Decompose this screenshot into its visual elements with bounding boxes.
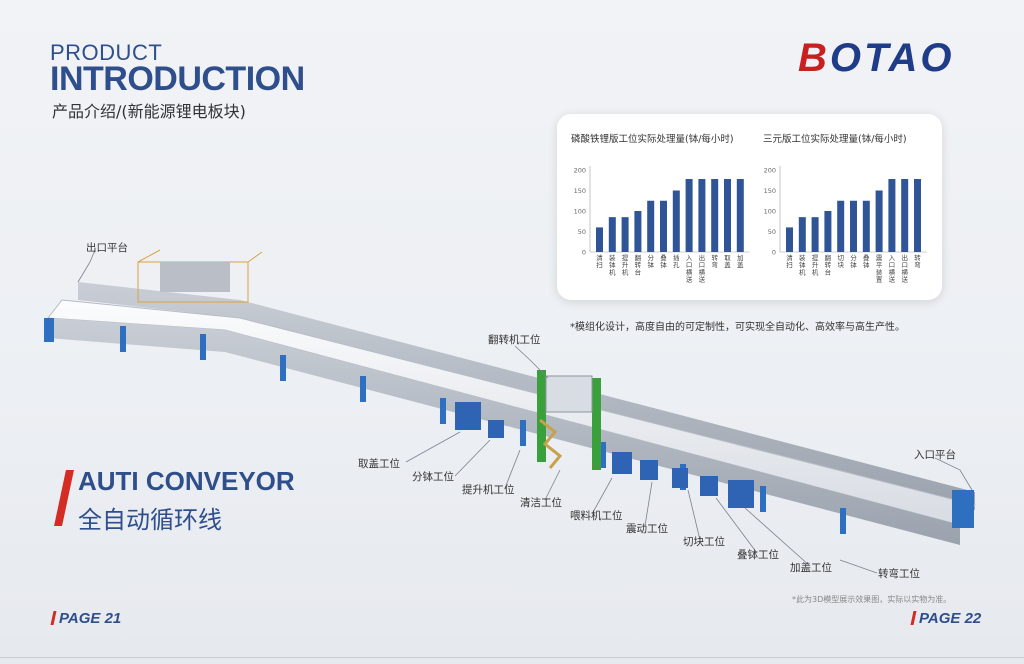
chart-0-xtick: 清扫	[596, 253, 603, 269]
chart-1-bar	[798, 217, 806, 252]
chart-0-xtick: 取盖	[724, 254, 731, 269]
section-title-cn: 全自动循环线	[78, 506, 222, 534]
header-introduction: INTRODUCTION	[50, 60, 305, 98]
chart-1-xtick: 转弯	[914, 253, 921, 269]
section-title-en: AUTI CONVEYOR	[78, 466, 295, 496]
chart-1-xtick: 提升机	[812, 253, 819, 276]
logo-rest: OTAO	[829, 36, 955, 80]
chart-0-xtick: 分钵	[647, 253, 654, 269]
callout-entry-platform: 入口平台	[914, 449, 956, 461]
callout-lift: 提升机工位	[462, 484, 515, 496]
brand-logo: BOTAO	[798, 36, 954, 81]
chart-0-xtick: 出口横送	[699, 253, 706, 284]
callout-feeding: 喂料机工位	[570, 510, 623, 522]
callout-flip-station: 翻转机工位	[488, 334, 541, 346]
chart-0-xtick: 叠钵	[660, 254, 667, 269]
chart-1-ytick: 0	[772, 249, 776, 257]
chart-0-bar	[711, 179, 719, 252]
chart-1-xtick: 装钵机	[799, 253, 806, 276]
chart-1-xtick: 分钵	[850, 253, 857, 269]
chart-1-xtick: 出口横送	[901, 253, 908, 284]
callout-stacking: 叠钵工位	[737, 549, 779, 561]
chart-title-lfp: 磷酸铁锂版工位实际处理量(钵/每小时)	[571, 134, 734, 145]
chart-1-xtick: 入口横送	[889, 254, 896, 284]
back-rail	[78, 282, 975, 510]
chart-0-ytick: 200	[574, 167, 586, 175]
chart-0-bar	[660, 200, 667, 252]
chart-0-bar	[698, 179, 706, 252]
callout-vibration: 震动工位	[626, 523, 668, 535]
chart-1-ytick: 50	[768, 228, 776, 236]
logo-first-letter: B	[798, 36, 830, 80]
callout-clean: 清洁工位	[520, 497, 562, 509]
chart-0-bar	[672, 190, 680, 252]
chart-1-xtick: 清扫	[786, 253, 793, 269]
page-number-right: PAGE 22	[910, 610, 982, 627]
header-product: PRODUCT	[50, 40, 163, 65]
chart-1-bar	[786, 227, 793, 252]
chart-0-bar	[736, 179, 744, 252]
exit-platform-machine	[160, 262, 230, 292]
page-tick-left	[50, 611, 57, 625]
disclaimer: *此为3D模型展示效果图，实际以实物为准。	[792, 595, 952, 604]
chart-1-bar	[914, 179, 921, 252]
chart-1-xtick: 震平装置	[876, 254, 883, 284]
chart-0-xtick: 翻转台	[635, 253, 642, 276]
front-rail	[48, 318, 960, 545]
chart-1-bar	[901, 179, 909, 252]
chart-0-ytick: 150	[574, 187, 586, 195]
chart-title-ternary: 三元版工位实际处理量(钵/每小时)	[763, 134, 907, 145]
callout-split: 分钵工位	[412, 471, 454, 483]
chart-0-ytick: 100	[574, 208, 586, 216]
chart-1-bar	[824, 211, 832, 252]
chart-0-xtick: 入口横送	[686, 254, 693, 284]
chart-1-xtick: 叠钵	[863, 254, 870, 269]
chart-0-ytick: 0	[582, 249, 586, 257]
chart-0-xtick: 提升机	[622, 253, 629, 276]
chart-1-ytick: 100	[764, 208, 776, 216]
chart-1-bar	[837, 200, 845, 252]
callout-leaders	[77, 249, 973, 574]
exit-platform-frame	[137, 249, 263, 303]
page-right-label: PAGE 22	[919, 610, 982, 627]
chart-1-ytick: 150	[764, 187, 776, 195]
chart-0-xtick: 加盖	[737, 253, 744, 269]
flip-tower	[537, 370, 601, 470]
chart-0-xtick: 插孔	[673, 253, 680, 269]
callout-cutting: 切块工位	[683, 536, 725, 548]
station-boxes	[455, 402, 754, 508]
chart-0-bar	[724, 179, 731, 252]
chart-1-bar	[888, 179, 896, 252]
chart-0-bar	[634, 211, 642, 252]
callout-turning: 转弯工位	[878, 568, 920, 580]
chart-0-bar	[647, 200, 655, 252]
chart-0-bar	[608, 217, 616, 252]
chart-1-xtick: 切块	[837, 254, 844, 269]
chart-0-bar	[621, 217, 629, 252]
chart-0-bar	[685, 179, 693, 252]
header-subtitle: 产品介绍/(新能源锂电板块)	[52, 102, 246, 121]
page-number-left: PAGE 21	[50, 610, 122, 627]
chart-0-xtick: 转弯	[711, 253, 718, 269]
chart-1-bar	[875, 190, 883, 252]
chart-1-ytick: 200	[764, 167, 776, 175]
chart-feature-note: *模组化设计，高度自由的可定制性，可实现全自动化、高效率与高生产性。	[570, 322, 905, 333]
chart-1-xtick: 翻转台	[825, 253, 832, 276]
callout-lid-removal: 取盖工位	[358, 458, 400, 470]
page-left-label: PAGE 21	[59, 610, 122, 627]
chart-1-bar	[850, 200, 857, 252]
chart-1-bar	[811, 217, 819, 252]
bottom-divider	[0, 657, 1024, 658]
chart-0-bar	[596, 227, 603, 252]
callout-exit-platform: 出口平台	[86, 242, 128, 254]
page-tick-right	[910, 611, 917, 625]
chart-0-ytick: 50	[578, 228, 586, 236]
chart-1-bar	[862, 200, 870, 252]
callout-lid-adding: 加盖工位	[790, 562, 832, 574]
chart-0-xtick: 装钵机	[609, 253, 616, 276]
